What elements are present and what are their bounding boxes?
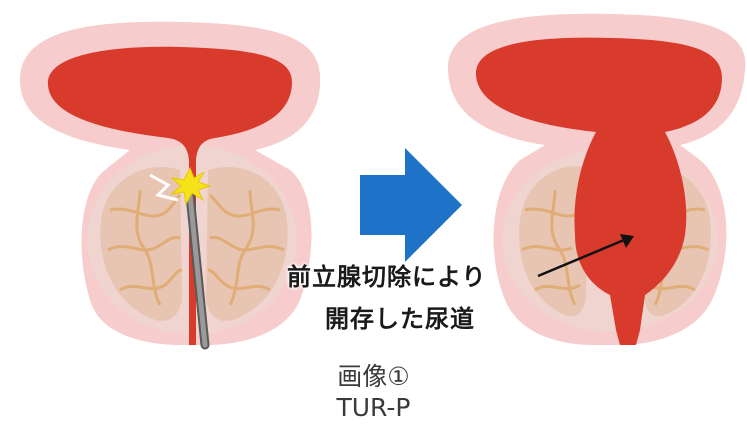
caption-title: 画像① — [0, 357, 747, 393]
before-illustration — [20, 22, 320, 345]
annotation-line2: 開存した尿道 — [325, 299, 475, 334]
arrow-right-icon — [360, 148, 462, 262]
annotation-line1: 前立腺切除により — [287, 257, 487, 292]
caption-subtitle: TUR-P — [0, 393, 747, 422]
after-illustration — [448, 14, 745, 345]
